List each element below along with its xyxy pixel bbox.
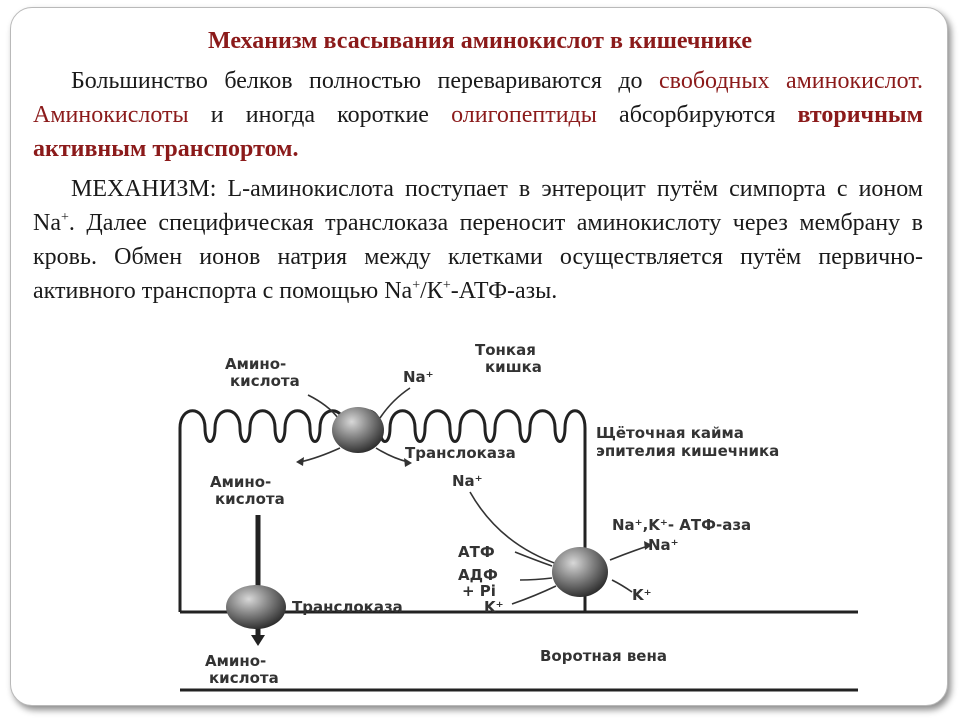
mechanism-text-2: . Далее специфическая транслоказа перено…: [33, 210, 923, 304]
label-atp: АТФ: [458, 543, 495, 561]
arrow-adp: [519, 577, 553, 581]
mechanism-text-1: МЕХАНИЗМ: L-аминокислота поступает в энт…: [33, 176, 923, 236]
arrow-pump-na-out: [609, 545, 649, 561]
label-amino-bottom-2: кислота: [209, 669, 279, 687]
label-atpase: Na⁺,K⁺- АТФ-аза: [612, 516, 751, 534]
arrow-amino-out: [299, 447, 341, 463]
arrow-na-out: [375, 447, 409, 463]
label-amino-bottom-1: Амино-: [205, 652, 266, 670]
label-brush-border-2: эпителия кишечника: [596, 442, 779, 460]
intro-text-3: и иногда короткие: [188, 102, 452, 128]
term-oligopeptides: олигопептиды: [451, 102, 597, 128]
path-arrowhead-icon: [251, 635, 265, 646]
label-portal-vein: Воротная вена: [540, 647, 667, 665]
label-k-out: K⁺: [632, 586, 652, 604]
label-na-out: Na⁺: [648, 536, 679, 554]
slide-title: Механизм всасывания аминокислот в кишечн…: [208, 28, 752, 54]
term-amino-acids: Аминокислоты: [33, 102, 189, 128]
sup-plus-2: +: [412, 278, 421, 293]
intro-text-4: абсорбируются: [596, 102, 798, 128]
arrow-amino-in: [307, 394, 339, 419]
label-adp: АДФ: [458, 566, 498, 584]
arrowhead-amino-out-icon: [296, 457, 304, 466]
translocase-sphere-top: [332, 407, 384, 453]
brush-border-membrane: [178, 409, 587, 612]
paragraph-mechanism: МЕХАНИЗМ: L-аминокислота поступает в энт…: [33, 172, 923, 308]
label-na-inner: Na⁺: [452, 472, 483, 490]
label-amino-top-2: кислота: [230, 372, 300, 390]
term-free-amino-acids: свободных аминокислот.: [659, 68, 923, 94]
label-small-intestine-2: кишка: [485, 358, 542, 376]
sup-plus-1: +: [60, 210, 69, 225]
arrow-k-to-pump: [511, 585, 557, 605]
label-brush-border-1: Щёточная кайма: [596, 424, 744, 442]
label-amino-mid-2: кислота: [215, 490, 285, 508]
label-amino-top-1: Амино-: [225, 355, 286, 373]
mechanism-text-4: -АТФ-азы.: [450, 278, 558, 304]
paragraph-intro: Большинство белков полностью перевариваю…: [33, 64, 923, 166]
slide-frame: [10, 7, 948, 706]
arrow-pump-k-in: [611, 579, 633, 593]
label-translocase-top: Транслоказа: [405, 444, 516, 462]
term-secondary-transport: вторичным активным транспортом.: [33, 102, 924, 162]
arrow-na-to-pump: [469, 491, 561, 566]
mechanism-text-3: /К: [420, 278, 443, 304]
sup-plus-3: +: [442, 278, 451, 293]
label-small-intestine-1: Тонкая: [475, 341, 536, 359]
arrow-atp: [514, 551, 553, 567]
label-k-in: K⁺: [484, 598, 504, 616]
arrow-na-in: [379, 387, 411, 419]
label-translocase-bottom: Транслоказа: [292, 598, 403, 616]
label-amino-mid-1: Амино-: [210, 473, 271, 491]
label-na-top: Na⁺: [403, 368, 434, 386]
label-pi: + Pi: [462, 582, 496, 600]
arrowhead-na-out-icon: [404, 458, 412, 467]
intro-text-1: Большинство белков полностью перевариваю…: [71, 68, 659, 94]
atpase-sphere: [552, 547, 608, 597]
translocase-sphere-bottom: [226, 585, 286, 629]
arrowhead-pump-na-icon: [644, 541, 652, 550]
